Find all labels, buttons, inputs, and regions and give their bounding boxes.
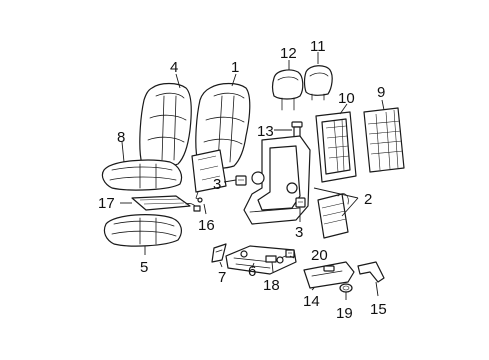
callout-13: 13	[257, 123, 274, 140]
callout-15: 15	[370, 301, 387, 318]
callout-7: 7	[218, 269, 226, 286]
part-8-seat-cushion-pad[interactable]	[101, 159, 183, 191]
callout-1: 1	[231, 59, 239, 76]
part-2-actuator-unit[interactable]	[317, 193, 349, 239]
callout-9: 9	[377, 84, 385, 101]
part-13-headrest-guide[interactable]	[291, 121, 303, 140]
callout-10: 10	[338, 90, 355, 107]
callout-11: 11	[310, 38, 326, 55]
part-19-knob[interactable]	[339, 283, 353, 293]
part-3-clip-upper[interactable]	[235, 175, 247, 186]
callout-3-upper: 3	[213, 176, 221, 193]
callout-18: 18	[263, 277, 280, 294]
part-15-cover-trim[interactable]	[357, 261, 385, 283]
part-6-seat-adjuster[interactable]	[225, 245, 297, 275]
part-5-seat-cushion-cover[interactable]	[103, 214, 182, 247]
callout-14: 14	[303, 293, 320, 310]
callout-12: 12	[280, 45, 297, 62]
callout-2: 2	[364, 191, 372, 208]
callout-labels: 1 2 3 3 4 5 6 7 8 9 10 11 12 13 14 15 16…	[98, 38, 387, 322]
callout-19: 19	[336, 305, 353, 322]
callout-8: 8	[117, 129, 125, 146]
callout-3-lower: 3	[295, 224, 303, 241]
part-10-seat-back-frame[interactable]	[315, 111, 357, 183]
part-12-headrest[interactable]	[271, 69, 304, 111]
part-1-seat-back-cushion[interactable]	[195, 82, 251, 169]
callout-16: 16	[198, 217, 215, 234]
part-9-back-panel[interactable]	[363, 107, 405, 173]
callout-17: 17	[98, 195, 115, 212]
part-18-clip[interactable]	[265, 255, 277, 263]
part-3-clip-lower[interactable]	[295, 197, 306, 208]
leader-lines	[120, 52, 385, 300]
callout-20: 20	[311, 247, 328, 264]
part-16-lumbar-panel[interactable]	[191, 149, 227, 203]
part-14-side-shield[interactable]	[303, 261, 355, 289]
part-2-frame-assembly[interactable]	[243, 135, 311, 225]
part-11-headrest-rear[interactable]	[303, 65, 333, 101]
callout-6: 6	[248, 263, 256, 280]
part-7-bracket[interactable]	[211, 243, 227, 263]
callout-4: 4	[170, 59, 178, 76]
part-4-seat-back-cover[interactable]	[139, 82, 192, 168]
callout-5: 5	[140, 259, 148, 276]
part-17-heater-mat[interactable]	[131, 195, 201, 212]
part-20-switch[interactable]	[285, 249, 295, 258]
